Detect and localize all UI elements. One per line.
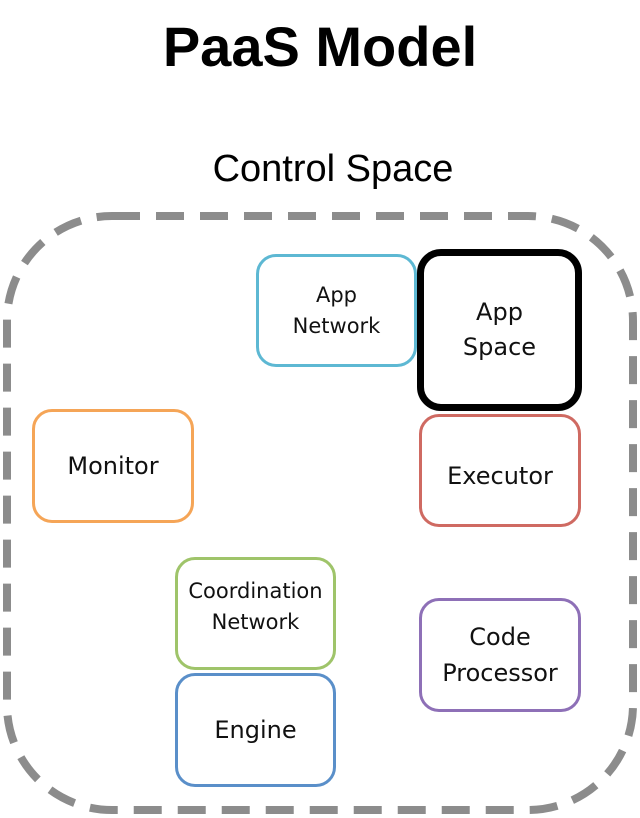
executor-label: Executor [447, 461, 553, 490]
control-space-label: Control Space [212, 148, 454, 190]
coordination-network-label: Coordination Network [188, 578, 323, 634]
monitor-box: Monitor [32, 409, 194, 523]
app-network-label: App Network [292, 282, 381, 338]
app-space-label: App Space [462, 298, 537, 361]
engine-label: Engine [214, 716, 297, 744]
coordination-network-box: Coordination Network [175, 557, 336, 670]
app-space-box: App Space [417, 249, 582, 411]
engine-box: Engine [175, 673, 336, 787]
control-space-dashed-border [3, 212, 637, 814]
code-processor-box: Code Processor [419, 598, 581, 712]
monitor-label: Monitor [67, 452, 159, 480]
diagram-title: PaaS Model [162, 15, 478, 78]
executor-box: Executor [419, 414, 581, 527]
code-processor-label: Code Processor [442, 623, 558, 687]
app-network-box: App Network [256, 254, 417, 367]
